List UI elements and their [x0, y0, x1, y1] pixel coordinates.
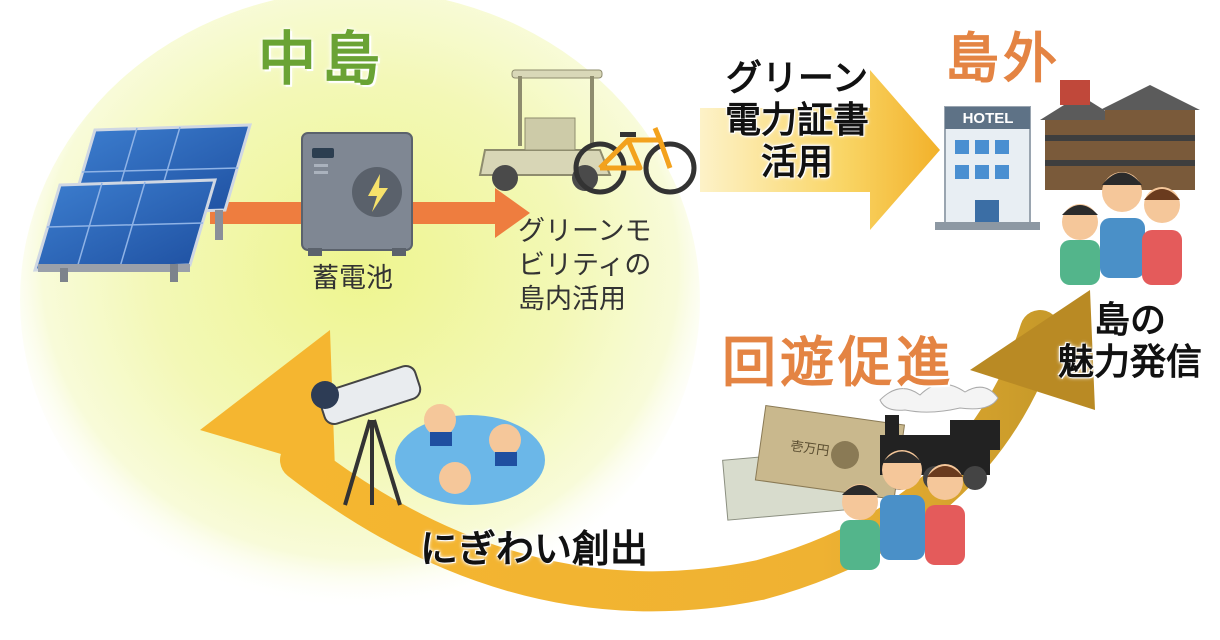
title-island-outside: 島外	[945, 27, 1061, 90]
green-mobility-label: グリーンモ ビリティの 島内活用	[518, 215, 688, 317]
green-mobility-line-2: ビリティの	[518, 250, 652, 281]
green-mobility-illustration	[478, 69, 697, 195]
island-appeal-line-1: 島の	[1093, 300, 1166, 341]
vitality-arrowhead	[200, 330, 335, 470]
solar-panel-front	[32, 178, 218, 282]
green-certificate-line-3: 活用	[760, 142, 833, 183]
tourists-bottom-illustration	[840, 450, 965, 570]
circulation-arrowhead	[970, 290, 1095, 410]
power-arrow-head	[495, 188, 530, 238]
green-certificate-label: グリーン 電力証書 活用	[712, 58, 882, 184]
green-certificate-line-2: 電力証書	[724, 100, 869, 141]
certificate-arrow	[700, 70, 940, 230]
green-certificate-line-1: グリーン	[725, 58, 869, 99]
swimming-children-illustration	[395, 404, 545, 505]
banknotes-illustration	[722, 405, 906, 521]
hotel-illustration	[935, 106, 1040, 230]
telescope-illustration	[311, 364, 422, 506]
island-appeal-line-2: 魅力発信	[1057, 342, 1202, 383]
green-mobility-line-1: グリーンモ	[518, 216, 652, 247]
island-appeal-label: 島の 魅力発信	[1045, 300, 1215, 384]
promote-circulation-label: 回遊促進	[722, 331, 954, 394]
banknote-text: 壱万円	[790, 438, 831, 458]
battery-label: 蓄電池	[312, 263, 393, 294]
tourists-top-illustration	[1060, 172, 1182, 285]
battery-illustration	[301, 132, 413, 256]
hotel-sign: HOTEL	[963, 110, 1014, 127]
title-island-inside: 中島	[258, 25, 387, 93]
create-vitality-label: にぎわい創出	[420, 527, 649, 571]
green-mobility-line-3: 島内活用	[518, 284, 626, 315]
